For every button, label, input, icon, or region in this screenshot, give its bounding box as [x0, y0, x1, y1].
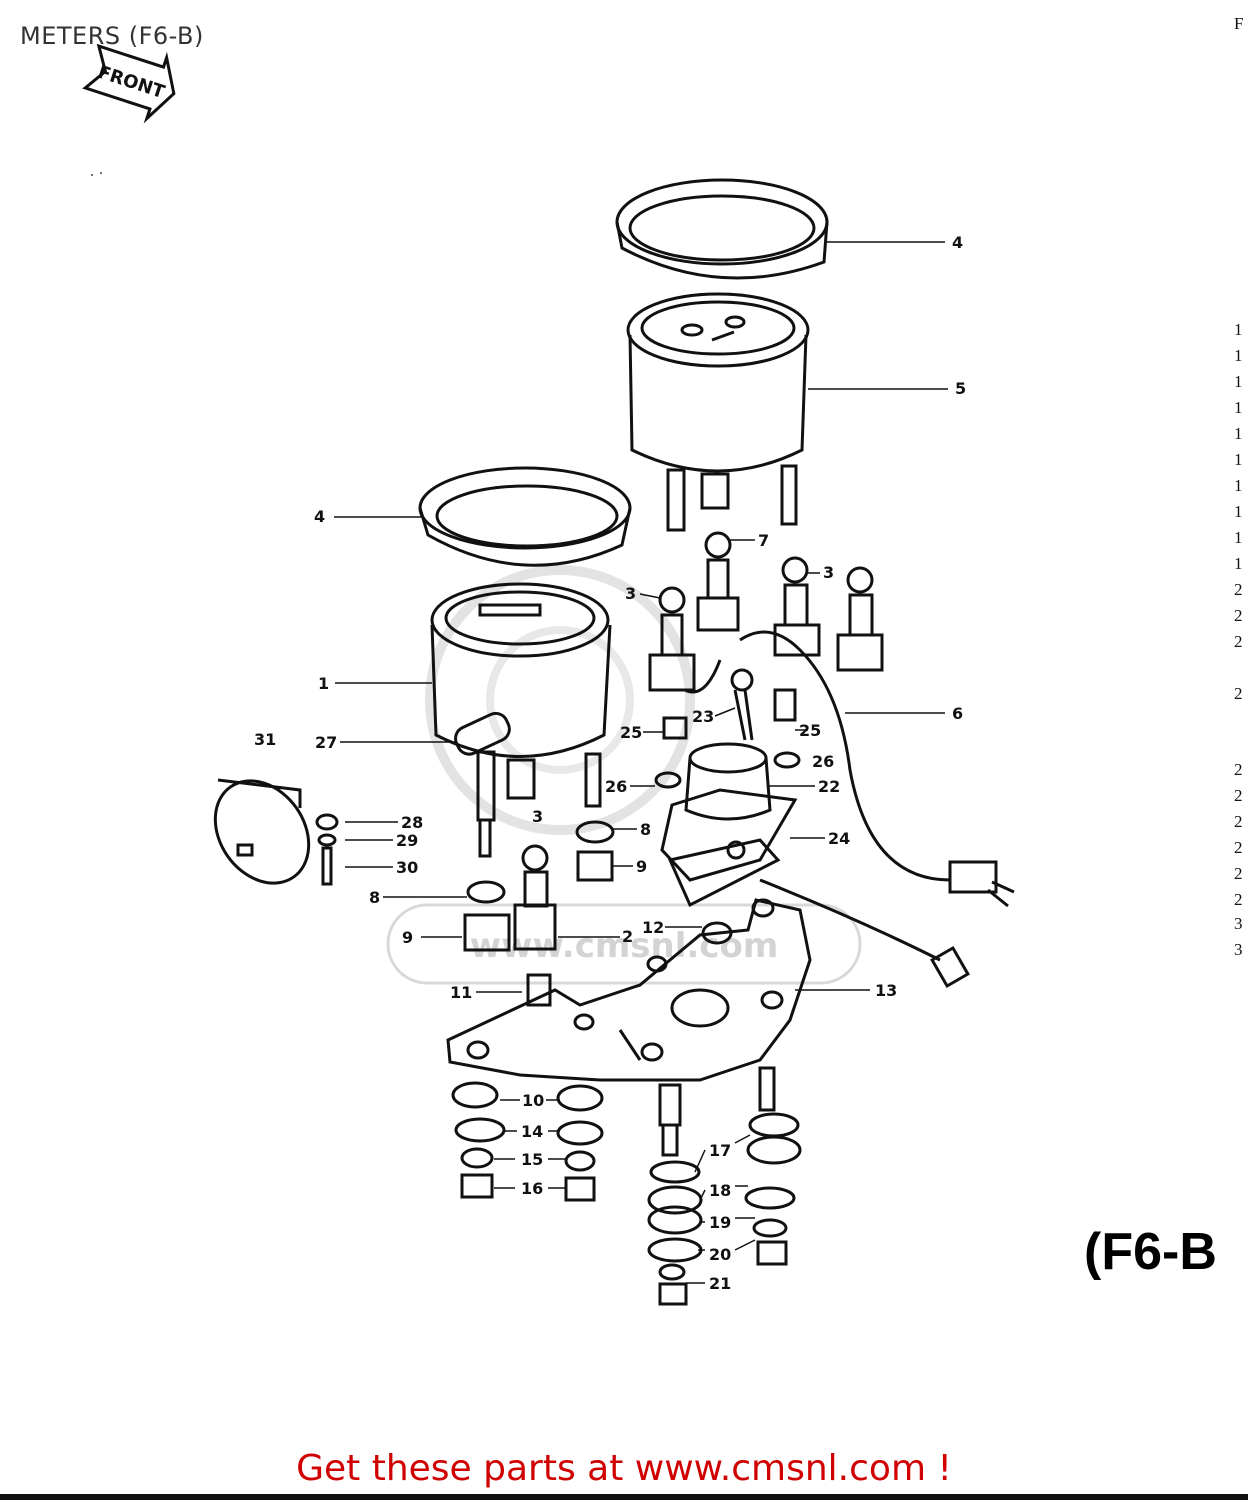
- front-arrow: FRONT: [82, 43, 176, 124]
- callout-30: 30: [396, 858, 418, 877]
- callout-23: 23: [692, 707, 714, 726]
- parts-list-glyph: 1: [1234, 528, 1243, 547]
- callout-12: 12: [642, 918, 664, 937]
- callout-24: 24: [828, 829, 850, 848]
- bulbs-and-sockets: [513, 531, 884, 951]
- parts-list-header-glyph: F: [1234, 14, 1244, 33]
- callout-27: 27: [315, 733, 337, 752]
- parts-list-glyph: 2: [1234, 812, 1243, 831]
- callout-9: 9: [402, 928, 413, 947]
- tachometer-bezel: [615, 178, 829, 280]
- callout-18: 18: [709, 1181, 731, 1200]
- callout-22: 22: [818, 777, 840, 796]
- callout-2: 2: [622, 927, 633, 946]
- wiring-harness: [684, 630, 1015, 989]
- callout-21: 21: [709, 1274, 731, 1293]
- parts-list-glyph: 1: [1234, 476, 1243, 495]
- parts-list-glyph: 2: [1234, 864, 1243, 883]
- callout-4: 4: [952, 233, 963, 252]
- parts-list-glyph: 1: [1234, 502, 1243, 521]
- footer-link[interactable]: Get these parts at www.cmsnl.com !: [296, 1448, 952, 1489]
- parts-list-glyph: 1: [1234, 320, 1243, 339]
- callout-3: 3: [625, 584, 636, 603]
- speedometer-bezel: [418, 466, 632, 567]
- callout-4: 4: [314, 507, 325, 526]
- callout-26: 26: [605, 777, 627, 796]
- parts-list-glyph: 1: [1234, 424, 1243, 443]
- parts-list-glyph: 2: [1234, 632, 1243, 651]
- parts-list-glyph: 2: [1234, 580, 1243, 599]
- callout-3: 3: [823, 563, 834, 582]
- callout-13: 13: [875, 981, 897, 1000]
- parts-list-glyph: 1: [1234, 398, 1243, 417]
- parts-list-glyph: 3: [1234, 914, 1243, 933]
- parts-list-glyph: 2: [1234, 606, 1243, 625]
- section-tag: (F6-B: [1084, 1223, 1217, 1281]
- mounting-hardware: [315, 751, 802, 1306]
- callout-19: 19: [709, 1213, 731, 1232]
- parts-list-glyph: 2: [1234, 684, 1243, 703]
- callout-11: 11: [450, 983, 472, 1002]
- parts-list-edge: F 1 1 1 1 1 1 1 1 1 1 2 2 2 2 2 2 2 2 2 …: [1234, 0, 1248, 1000]
- callout-15: 15: [521, 1150, 543, 1169]
- callout-25: 25: [799, 721, 821, 740]
- parts-list-glyph: 2: [1234, 838, 1243, 857]
- footer-rule: [0, 1494, 1248, 1500]
- parts-list-glyph: 2: [1234, 760, 1243, 779]
- parts-list-glyph: 1: [1234, 372, 1243, 391]
- callouts: 1 2 3 3 3 4 4 5 6 7 8 8 9 9 10 11 12 13 …: [254, 233, 966, 1293]
- callout-7: 7: [758, 531, 769, 550]
- parts-list-glyph: 1: [1234, 450, 1243, 469]
- callout-16: 16: [521, 1179, 543, 1198]
- tachometer-body: [626, 292, 810, 532]
- callout-6: 6: [952, 704, 963, 723]
- callout-29: 29: [396, 831, 418, 850]
- leader-lines: [334, 241, 948, 1284]
- callout-3: 3: [532, 807, 543, 826]
- parts-list-glyph: 1: [1234, 346, 1243, 365]
- parts-list-glyph: 2: [1234, 890, 1243, 909]
- callout-17: 17: [709, 1141, 731, 1160]
- parts-list-glyph: 1: [1234, 554, 1243, 573]
- callout-8: 8: [369, 888, 380, 907]
- callout-20: 20: [709, 1245, 731, 1264]
- ignition-switch: [660, 668, 798, 908]
- parts-list-glyph: 2: [1234, 786, 1243, 805]
- callout-26: 26: [812, 752, 834, 771]
- callout-31: 31: [254, 730, 276, 749]
- callout-5: 5: [955, 379, 966, 398]
- callout-28: 28: [401, 813, 423, 832]
- callout-9: 9: [636, 857, 647, 876]
- page-title: METERS (F6-B): [20, 22, 204, 50]
- callout-8: 8: [640, 820, 651, 839]
- callout-25: 25: [620, 723, 642, 742]
- callout-10: 10: [522, 1091, 544, 1110]
- lamp-bracket: [213, 778, 311, 885]
- speedometer-body: [430, 582, 612, 858]
- parts-list-glyph: 3: [1234, 940, 1243, 959]
- callout-1: 1: [318, 674, 329, 693]
- callout-14: 14: [521, 1122, 543, 1141]
- meter-bracket-plate: [446, 898, 812, 1082]
